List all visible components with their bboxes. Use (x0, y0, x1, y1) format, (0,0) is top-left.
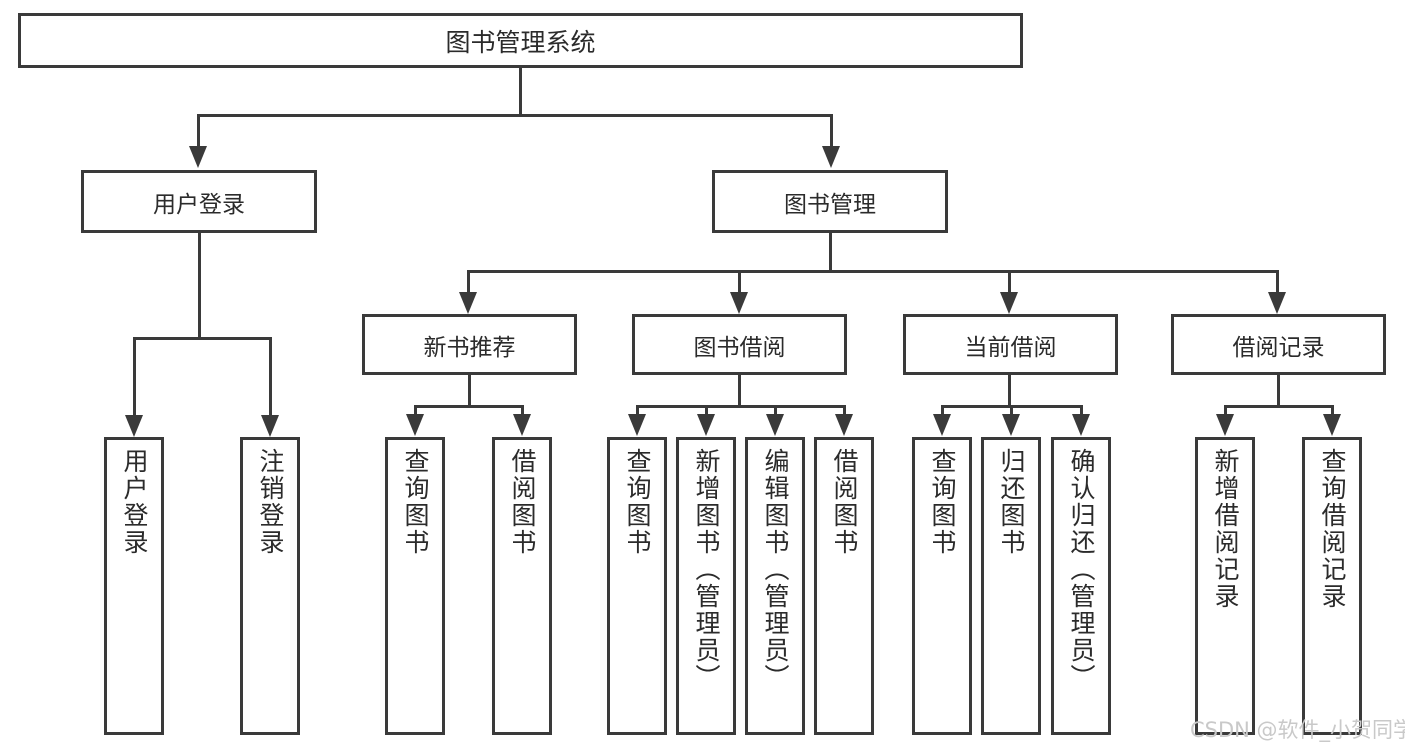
edge-user-login-drop-1 (133, 337, 136, 417)
edge-br-drop-1 (1224, 405, 1227, 417)
edge-user-login-stem (198, 233, 201, 339)
arrow-br-leaf-2 (1323, 414, 1341, 436)
leaf-confirm-return[interactable]: 确认归还（管理员） (1051, 437, 1111, 735)
arrow-cb-leaf-2 (1002, 414, 1020, 436)
leaf-label: 归还图书 (997, 448, 1026, 556)
leaf-query-book-3[interactable]: 查询图书 (912, 437, 972, 735)
arrow-user-login-leaf-1 (125, 415, 143, 437)
node-label: 用户登录 (153, 191, 245, 218)
leaf-borrow-book-2[interactable]: 借阅图书 (814, 437, 874, 735)
edge-book-borrow-fork-bar (636, 405, 846, 408)
edge-new-book-recommend-fork-bar (414, 405, 524, 408)
arrow-cb-leaf-1 (933, 414, 951, 436)
arrow-bb-leaf-4 (835, 414, 853, 436)
leaf-label: 查询借阅记录 (1318, 448, 1347, 610)
edge-level2-fork-bar (197, 114, 833, 117)
leaf-query-book-2[interactable]: 查询图书 (607, 437, 667, 735)
leaf-label: 查询图书 (401, 448, 430, 556)
leaf-label: 新增借阅记录 (1211, 448, 1240, 610)
arrow-br-leaf-1 (1216, 414, 1234, 436)
node-label: 新书推荐 (423, 334, 516, 361)
edge-root-stem (519, 68, 522, 116)
arrow-book-borrow (730, 292, 748, 314)
edge-current-borrow-stem (1008, 375, 1011, 407)
edge-borrow-record-stem (1277, 375, 1280, 407)
edge-drop-new-book-recommend (467, 270, 470, 294)
leaf-label: 新增图书（管理员） (692, 448, 721, 691)
leaf-add-record[interactable]: 新增借阅记录 (1195, 437, 1255, 735)
leaf-label: 注销登录 (256, 448, 285, 556)
edge-to-book-management (830, 114, 833, 148)
leaf-add-book[interactable]: 新增图书（管理员） (676, 437, 736, 735)
edge-user-login-drop-2 (269, 337, 272, 417)
arrow-bb-leaf-3 (766, 414, 784, 436)
node-root-book-management-system[interactable]: 图书管理系统 (18, 13, 1023, 68)
arrow-borrow-record (1268, 292, 1286, 314)
edge-drop-book-borrow (738, 270, 741, 294)
edge-nbr-drop-1 (414, 405, 417, 417)
leaf-query-book-1[interactable]: 查询图书 (385, 437, 445, 735)
edge-cb-drop-1 (941, 405, 944, 417)
edge-cb-drop-3 (1080, 405, 1083, 417)
node-label: 图书管理系统 (445, 27, 596, 57)
arrow-nbr-leaf-2 (513, 414, 531, 436)
node-user-login[interactable]: 用户登录 (81, 170, 317, 233)
arrow-to-user-login (189, 146, 207, 168)
leaf-label: 借阅图书 (830, 448, 859, 556)
edge-level3-fork-bar (467, 270, 1279, 273)
arrow-current-borrow (1000, 292, 1018, 314)
edge-user-login-fork-bar (133, 337, 271, 340)
leaf-user-login[interactable]: 用户登录 (104, 437, 164, 735)
edge-bb-drop-1 (636, 405, 639, 417)
node-book-borrow[interactable]: 图书借阅 (632, 314, 847, 375)
leaf-label: 用户登录 (120, 448, 149, 556)
node-borrow-record[interactable]: 借阅记录 (1171, 314, 1386, 375)
node-label: 图书管理 (784, 191, 876, 218)
edge-borrow-record-fork-bar (1224, 405, 1334, 408)
node-label: 图书借阅 (693, 334, 786, 361)
edge-br-drop-2 (1331, 405, 1334, 417)
edge-cb-drop-2 (1010, 405, 1013, 417)
leaf-user-logout[interactable]: 注销登录 (240, 437, 300, 735)
edge-new-book-recommend-stem (468, 375, 471, 407)
edge-nbr-drop-2 (521, 405, 524, 417)
leaf-query-record[interactable]: 查询借阅记录 (1302, 437, 1362, 735)
leaf-return-book[interactable]: 归还图书 (981, 437, 1041, 735)
edge-bb-drop-2 (705, 405, 708, 417)
leaf-label: 确认归还（管理员） (1067, 448, 1096, 691)
edge-book-management-stem (829, 233, 832, 272)
edge-drop-current-borrow (1008, 270, 1011, 294)
arrow-to-book-management (822, 146, 840, 168)
node-label: 借阅记录 (1232, 334, 1325, 361)
edge-book-borrow-stem (738, 375, 741, 407)
node-new-book-recommend[interactable]: 新书推荐 (362, 314, 577, 375)
arrow-nbr-leaf-1 (406, 414, 424, 436)
edge-bb-drop-3 (774, 405, 777, 417)
edge-bb-drop-4 (843, 405, 846, 417)
edge-drop-borrow-record (1276, 270, 1279, 294)
leaf-label: 编辑图书（管理员） (761, 448, 790, 691)
leaf-label: 借阅图书 (508, 448, 537, 556)
leaf-borrow-book-1[interactable]: 借阅图书 (492, 437, 552, 735)
csdn-watermark: CSDN @软件_小贺同学 (1190, 718, 1405, 742)
leaf-label: 查询图书 (623, 448, 652, 556)
node-label: 当前借阅 (964, 334, 1057, 361)
arrow-cb-leaf-3 (1072, 414, 1090, 436)
arrow-bb-leaf-1 (628, 414, 646, 436)
edge-to-user-login (197, 114, 200, 148)
leaf-edit-book[interactable]: 编辑图书（管理员） (745, 437, 805, 735)
arrow-bb-leaf-2 (697, 414, 715, 436)
node-book-management[interactable]: 图书管理 (712, 170, 948, 233)
arrow-user-login-leaf-2 (261, 415, 279, 437)
arrow-new-book-recommend (459, 292, 477, 314)
node-current-borrow[interactable]: 当前借阅 (903, 314, 1118, 375)
leaf-label: 查询图书 (928, 448, 957, 556)
